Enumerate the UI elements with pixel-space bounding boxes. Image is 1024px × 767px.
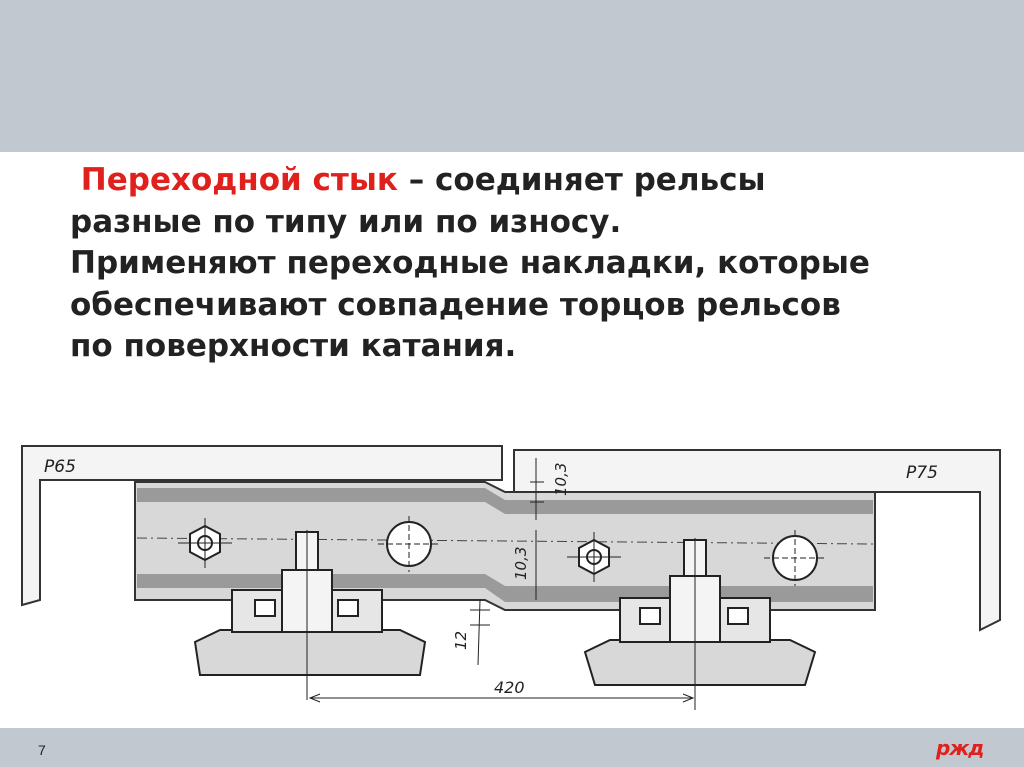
rail-left-label: Р65 xyxy=(44,457,76,477)
definition-start: – соединяет рельсы xyxy=(397,162,766,198)
text-line-1: Переходной стык – соединяет рельсы xyxy=(70,160,970,202)
text-line-2: разные по типу или по износу. xyxy=(70,203,622,240)
header-band xyxy=(0,0,1024,152)
transition-joint-drawing: Р65 Р75 10,3 10,3 12 420 xyxy=(21,445,1001,710)
fastener-left xyxy=(193,530,427,700)
hex-nut-right-icon xyxy=(567,532,621,582)
hex-nut-left-icon xyxy=(178,518,232,568)
text-line-3: Применяют переходные накладки, которые xyxy=(70,245,870,281)
dimension-top-label: 10,3 xyxy=(552,463,570,496)
text-line-4: обеспечивают совпадение торцов рельсов xyxy=(70,286,841,323)
slide-text: Переходной стык – соединяет рельсы разны… xyxy=(70,160,970,368)
page-number: 7 xyxy=(38,742,46,758)
rzd-logo: ржд xyxy=(936,736,984,760)
rail-left xyxy=(21,445,503,607)
rail-right-label: Р75 xyxy=(906,463,938,483)
bolt-head-left-icon xyxy=(378,516,440,572)
dimension-middle-label: 10,3 xyxy=(512,547,530,580)
text-line-5: по поверхности катания. xyxy=(70,328,517,364)
footer-band xyxy=(0,728,1024,767)
term-highlight: Переходной стык xyxy=(80,162,398,198)
dimension-lines xyxy=(308,458,695,703)
fastener-right xyxy=(583,538,817,710)
bolt-head-right-icon xyxy=(764,530,826,586)
dimension-spacing-label: 420 xyxy=(494,678,525,697)
dimension-vertical-label: 12 xyxy=(452,631,470,650)
